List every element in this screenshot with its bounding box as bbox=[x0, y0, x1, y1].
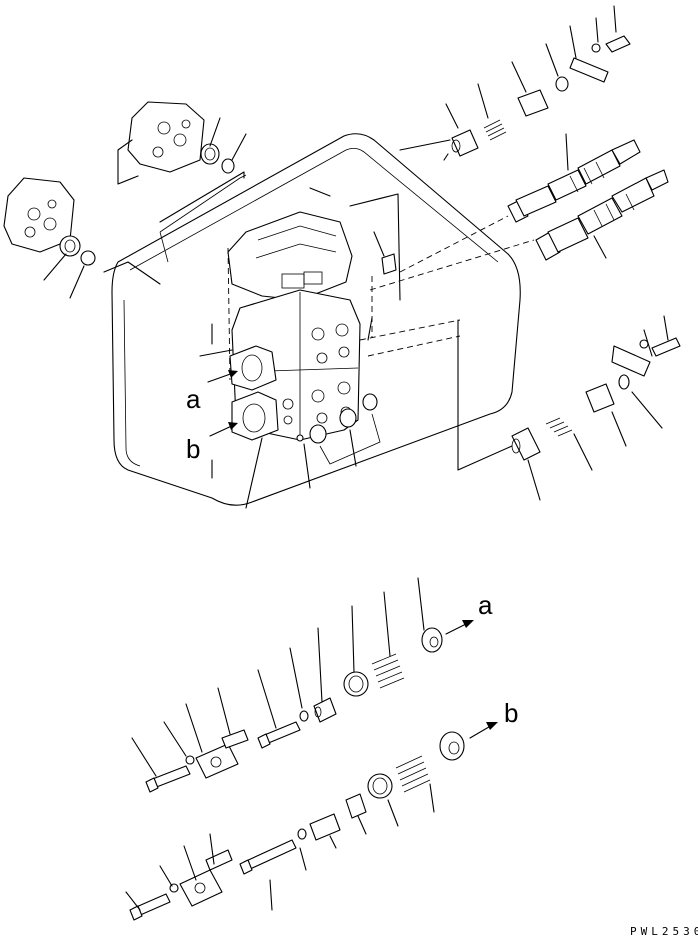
spool-upper bbox=[507, 139, 641, 223]
label-a-lower: a bbox=[478, 590, 493, 620]
label-a-upper: a bbox=[186, 384, 201, 414]
lower-cap-stack bbox=[511, 337, 681, 461]
label-b-upper: b bbox=[186, 434, 200, 464]
upper-cap-stack bbox=[451, 35, 631, 157]
plate-a bbox=[195, 743, 239, 779]
label-b-lower: b bbox=[504, 698, 518, 728]
valve-cover bbox=[111, 133, 521, 506]
plate-b bbox=[179, 869, 223, 907]
drawing-code: PWL2530 bbox=[630, 925, 698, 938]
control-valve-body bbox=[227, 211, 397, 441]
flange-b bbox=[231, 391, 279, 441]
arrow-a-upper bbox=[207, 370, 238, 383]
plug bbox=[381, 253, 397, 275]
leader-lines-upper bbox=[43, 5, 669, 509]
arrow-b-upper bbox=[209, 422, 238, 437]
spool-lower bbox=[535, 169, 669, 261]
leader-lines-b bbox=[125, 783, 435, 911]
leader-lines-a bbox=[131, 577, 425, 777]
gasket-outline bbox=[159, 174, 247, 263]
seal-rings-left bbox=[59, 143, 235, 266]
pump-cover-upper bbox=[117, 101, 205, 185]
hidden-lines bbox=[227, 215, 535, 381]
flange-a bbox=[229, 345, 277, 391]
o-rings-block bbox=[296, 393, 381, 465]
spool-bolt-b bbox=[243, 839, 297, 871]
pump-cover-left bbox=[3, 177, 75, 253]
exploded-row-b bbox=[129, 722, 498, 921]
exploded-row-a bbox=[145, 620, 474, 793]
port-holes bbox=[282, 323, 352, 425]
